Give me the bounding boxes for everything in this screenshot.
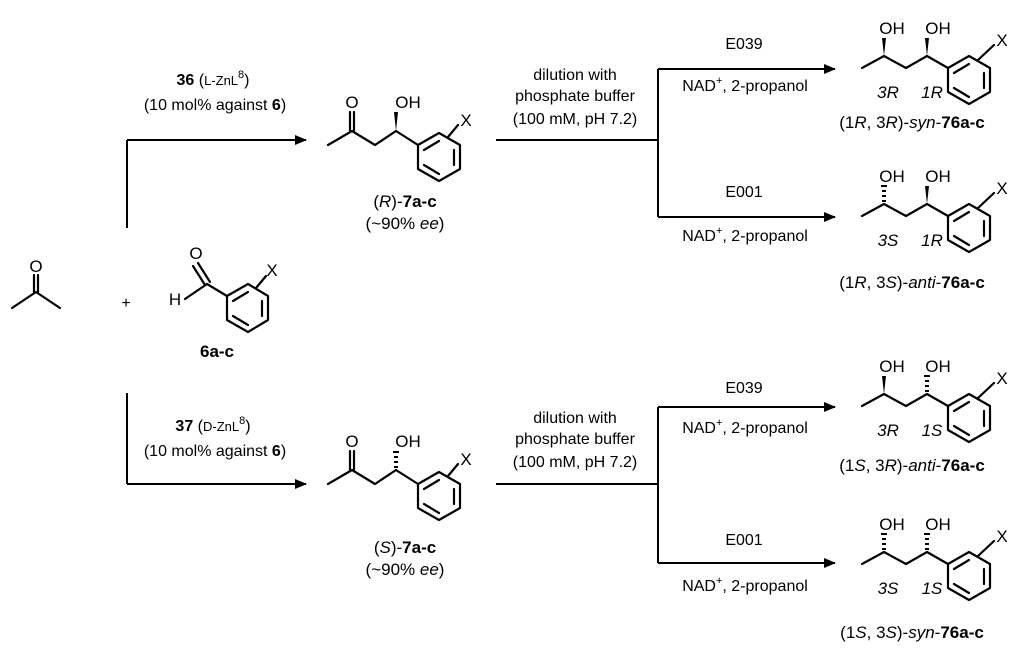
product-3-oh1-label: OH	[925, 357, 951, 376]
s-ketone-caption: (S)-7a-c	[374, 538, 436, 557]
product-4-c3-label: 3S	[878, 579, 899, 598]
top-catalyst-label: 36 (L-ZnL8)	[177, 69, 250, 89]
product-2-oh3-label: OH	[879, 167, 905, 186]
plus-sign: +	[121, 295, 130, 312]
product-4-x-label: X	[996, 527, 1007, 546]
bottom-dilution-line3: (100 mM, pH 7.2)	[513, 454, 637, 471]
s-ketone-oh-label: OH	[395, 432, 421, 451]
r-ketone-caption: (R)-7a-c	[373, 192, 436, 211]
top-catalyst-loading: (10 mol% against 6)	[144, 97, 286, 114]
product-3-x-label: X	[996, 369, 1007, 388]
acetone-oxygen-label: O	[29, 257, 42, 276]
enzyme-e001-top: E001	[725, 184, 762, 201]
product-3-c3-label: 3R	[877, 421, 899, 440]
aldehyde-oxygen-label: O	[189, 244, 202, 263]
enzyme-e039-bottom: E039	[725, 380, 762, 397]
r-ketone-oh-label: OH	[395, 93, 421, 112]
s-ketone-oxygen-label: O	[345, 432, 358, 451]
s-ketone-structure: O OH X	[326, 432, 472, 522]
product-1-c1-label: 1R	[921, 83, 943, 102]
product-4-caption: (1S, 3S)-syn-76a-c	[840, 623, 984, 642]
cofactor-label-3: NAD+, 2-propanol	[682, 417, 808, 437]
product-2-structure: OH OH X 3S 1R	[860, 167, 1008, 254]
r-ketone-x-label: X	[460, 111, 471, 130]
bottom-catalyst-loading: (10 mol% against 6)	[144, 443, 286, 460]
cofactor-label-1: NAD+, 2-propanol	[682, 75, 808, 95]
acetone-structure: O	[10, 257, 62, 310]
cofactor-label-2: NAD+, 2-propanol	[682, 225, 808, 245]
product-2-oh1-label: OH	[925, 167, 951, 186]
product-1-structure: OH OH X 3R 1R	[860, 19, 1008, 106]
product-4-c1-label: 1S	[922, 579, 943, 598]
product-1-caption: (1R, 3R)-syn-76a-c	[839, 113, 985, 132]
product-3-caption: (1S, 3R)-anti-76a-c	[839, 456, 985, 475]
product-2-c1-label: 1R	[921, 231, 943, 250]
r-ketone-structure: O OH X	[326, 93, 472, 183]
product-3-c1-label: 1S	[922, 421, 943, 440]
benzaldehyde-structure: H O X	[169, 244, 278, 334]
enzyme-e039-top: E039	[725, 36, 762, 53]
product-2-c3-label: 3S	[878, 231, 899, 250]
substituent-x-label: X	[266, 261, 277, 280]
top-dilution-line1: dilution with	[533, 67, 617, 84]
product-1-x-label: X	[996, 31, 1007, 50]
product-1-oh1-label: OH	[925, 19, 951, 38]
bottom-catalyst-label: 37 (D-ZnL8)	[175, 415, 250, 435]
product-4-oh3-label: OH	[879, 515, 905, 534]
cofactor-label-4: NAD+, 2-propanol	[682, 575, 808, 595]
top-dilution-line2: phosphate buffer	[515, 88, 635, 105]
product-3-structure: OH OH X 3R 1S	[860, 357, 1008, 444]
bottom-dilution-line1: dilution with	[533, 410, 617, 427]
product-3-oh3-label: OH	[879, 357, 905, 376]
product-4-oh1-label: OH	[925, 515, 951, 534]
product-1-c3-label: 3R	[877, 83, 899, 102]
product-1-oh3-label: OH	[879, 19, 905, 38]
aldehyde-h-label: H	[169, 290, 181, 309]
s-ketone-x-label: X	[460, 450, 471, 469]
product-4-structure: OH OH X 3S 1S	[860, 515, 1008, 602]
enzyme-e001-bottom: E001	[725, 532, 762, 549]
r-ketone-oxygen-label: O	[345, 93, 358, 112]
bottom-dilution-line2: phosphate buffer	[515, 431, 635, 448]
aldehyde-compound-label: 6a-c	[200, 342, 234, 361]
s-ketone-ee: (~90% ee)	[366, 560, 445, 579]
r-ketone-ee: (~90% ee)	[366, 214, 445, 233]
product-2-x-label: X	[996, 179, 1007, 198]
top-dilution-line3: (100 mM, pH 7.2)	[513, 111, 637, 128]
product-2-caption: (1R, 3S)-anti-76a-c	[839, 273, 985, 292]
